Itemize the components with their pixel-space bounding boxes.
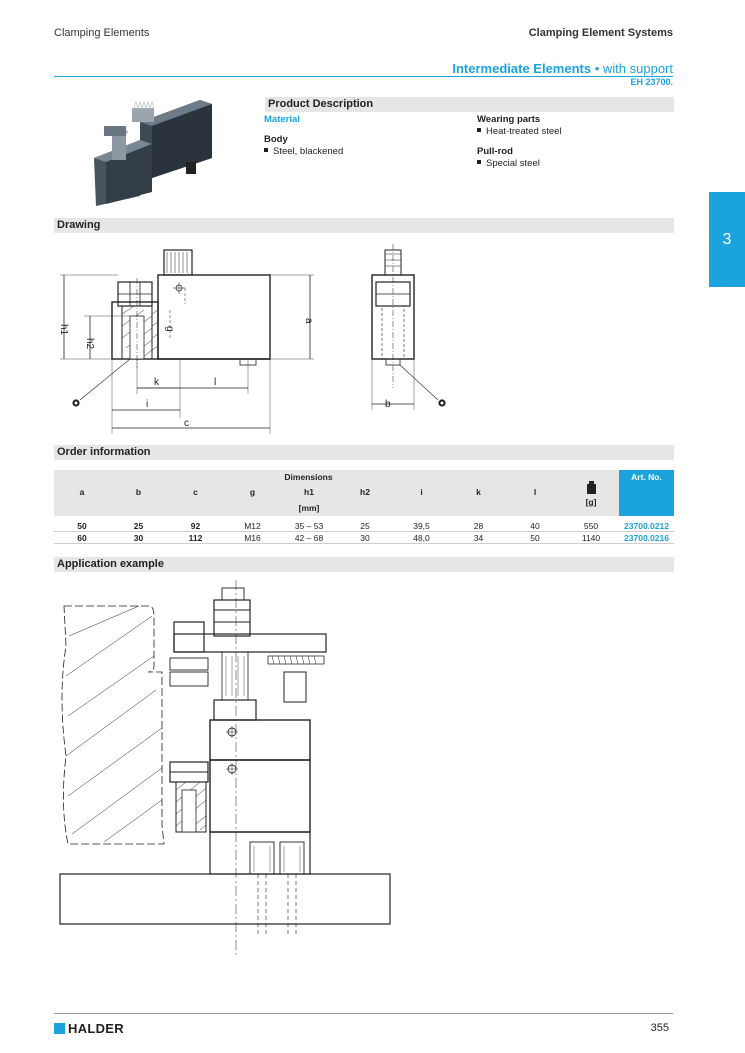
- table-row: 60 30 112 M16 42 – 68 30 48,0 34 50 1140…: [54, 531, 674, 544]
- bullet: [477, 128, 481, 133]
- cell-c: 92: [167, 520, 224, 532]
- order-table: Dimensions [g] Art. No. a b c g h1 h2 i …: [54, 470, 674, 544]
- header-left: Clamping Elements: [54, 27, 150, 39]
- application-drawing: [59, 580, 391, 956]
- cell-g: M16: [224, 531, 281, 544]
- wearing-parts-text: Heat-treated steel: [486, 126, 562, 137]
- weight-unit: [g]: [585, 496, 597, 507]
- title-rule: [54, 76, 673, 77]
- bullet: [477, 160, 481, 165]
- dim-label-l: l: [214, 377, 216, 388]
- page-title: Intermediate Elements • with support: [452, 61, 673, 76]
- pull-rod-text: Special steel: [486, 158, 540, 169]
- cell-artno[interactable]: 23700.0212: [619, 520, 674, 532]
- cell-b: 30: [110, 531, 167, 544]
- cell-weight: 550: [563, 520, 619, 532]
- dim-label-c: c: [184, 418, 189, 429]
- dimensions-header: Dimensions: [54, 470, 563, 484]
- col-a: a: [54, 484, 110, 500]
- product-photo: [94, 100, 212, 206]
- col-c: c: [167, 484, 224, 500]
- cell-b: 25: [110, 520, 167, 532]
- header-right: Clamping Element Systems: [528, 27, 673, 39]
- col-h2: h2: [337, 484, 393, 500]
- cell-artno[interactable]: 23700.0216: [619, 531, 674, 544]
- weight-header: [g]: [563, 470, 619, 516]
- bullet: [264, 148, 268, 153]
- cell-weight: 1140: [563, 531, 619, 544]
- footer-rule: [54, 1013, 673, 1014]
- artno-header: Art. No.: [619, 470, 674, 516]
- title-sub: with support: [602, 61, 673, 76]
- order-information-bar: Order information: [54, 445, 674, 460]
- pull-rod-value: Special steel: [477, 158, 540, 169]
- dim-label-h2: h2: [84, 338, 95, 350]
- title-main: Intermediate Elements: [452, 61, 592, 76]
- dim-label-k: k: [154, 377, 160, 388]
- dim-label-g: g: [164, 326, 175, 332]
- cell-i: 48,0: [393, 531, 450, 544]
- body-value-text: Steel, blackened: [273, 146, 344, 157]
- body-value: Steel, blackened: [264, 146, 343, 157]
- cell-h1: 42 – 68: [281, 531, 337, 544]
- title-bullet: •: [594, 61, 600, 76]
- cell-a: 60: [54, 531, 110, 544]
- application-example-bar: Application example: [54, 557, 674, 572]
- brand-name: HALDER: [68, 1021, 124, 1036]
- cell-a: 50: [54, 520, 110, 532]
- col-k: k: [450, 484, 507, 500]
- cell-h2: 25: [337, 520, 393, 532]
- col-i: i: [393, 484, 450, 500]
- wearing-parts-label: Wearing parts: [477, 114, 541, 125]
- cell-h2: 30: [337, 531, 393, 544]
- product-description-bar: Product Description: [265, 97, 674, 112]
- drawing-bar: Drawing: [54, 218, 674, 233]
- cell-h1: 35 – 53: [281, 520, 337, 532]
- body-label: Body: [264, 134, 288, 145]
- cell-k: 28: [450, 520, 507, 532]
- dim-label-b: b: [385, 399, 391, 410]
- pull-rod-label: Pull-rod: [477, 146, 513, 157]
- material-label: Material: [264, 114, 300, 125]
- technical-drawing: h1 h2 g a k l i c b: [58, 244, 446, 434]
- brand-logo: HALDER: [54, 1021, 124, 1036]
- cell-g: M12: [224, 520, 281, 532]
- cell-l: 50: [507, 531, 563, 544]
- dim-label-i: i: [146, 399, 148, 410]
- wearing-parts-value: Heat-treated steel: [477, 126, 562, 137]
- product-code: EH 23700.: [630, 77, 673, 87]
- unit-mm: [mm]: [281, 500, 337, 516]
- dim-label-h1: h1: [58, 324, 69, 336]
- weight-icon: [586, 480, 596, 494]
- chapter-tab[interactable]: 3: [709, 192, 745, 287]
- col-b: b: [110, 484, 167, 500]
- col-h1: h1: [281, 484, 337, 500]
- logo-icon: [54, 1023, 65, 1035]
- dim-label-a: a: [303, 318, 314, 324]
- col-g: g: [224, 484, 281, 500]
- table-row: 50 25 92 M12 35 – 53 25 39,5 28 40 550 2…: [54, 520, 674, 532]
- cell-k: 34: [450, 531, 507, 544]
- cell-i: 39,5: [393, 520, 450, 532]
- page-number: 355: [650, 1022, 669, 1034]
- cell-l: 40: [507, 520, 563, 532]
- col-l: l: [507, 484, 563, 500]
- cell-c: 112: [167, 531, 224, 544]
